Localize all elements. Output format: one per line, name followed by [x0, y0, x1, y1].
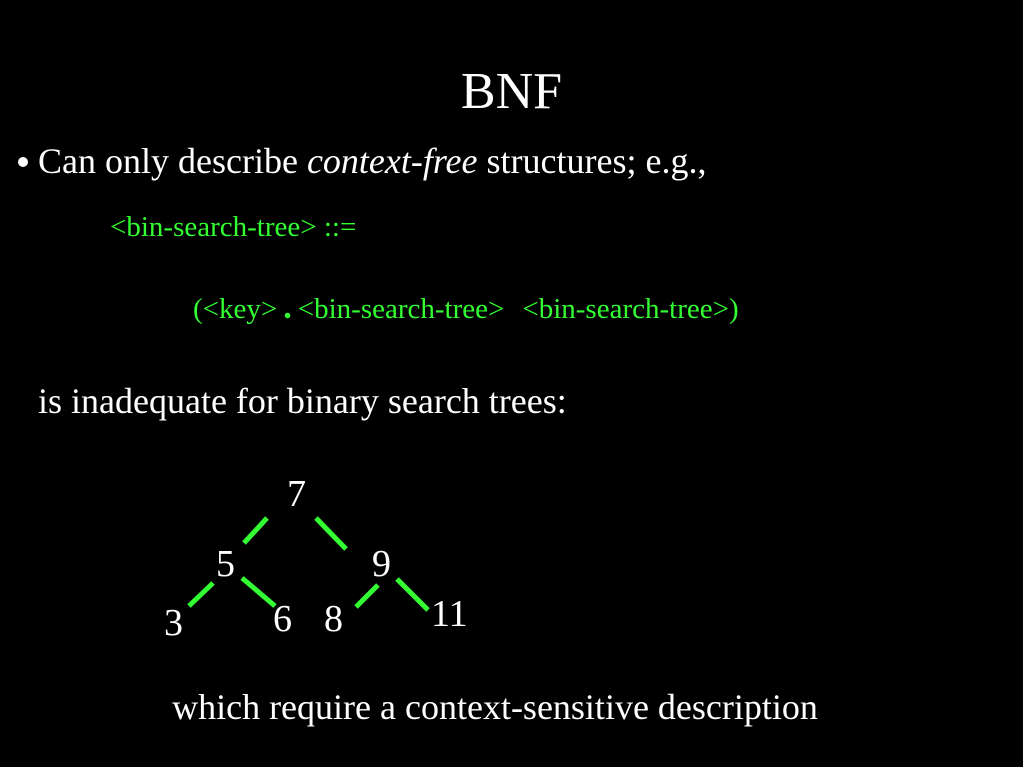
bullet-point: Can only describe context-free structure… — [18, 140, 706, 182]
grammar-rule-lhs: <bin-search-tree> ::= — [110, 211, 357, 243]
tree-node-left-right: 6 — [273, 598, 292, 640]
bullet-text-emphasis: context-free — [306, 141, 478, 181]
edge-9-11 — [395, 577, 430, 612]
edge-7-5 — [242, 516, 269, 545]
edge-5-6 — [240, 576, 277, 608]
bullet-text-before: Can only describe — [38, 141, 307, 181]
grammar-first-subtree: <bin-search-tree> — [297, 293, 505, 325]
bullet-text-after: structures; e.g., — [477, 141, 707, 181]
tree-node-root: 7 — [287, 473, 306, 515]
inadequate-statement: is inadequate for binary search trees: — [38, 381, 567, 421]
tree-node-right-right: 11 — [431, 593, 468, 635]
closing-statement: which require a context-sensitive descri… — [172, 687, 818, 727]
edge-5-3 — [187, 581, 215, 608]
tree-node-right: 9 — [372, 543, 391, 585]
edge-7-9 — [314, 516, 348, 551]
tree-node-left-left: 3 — [164, 602, 183, 644]
bullet-dot-icon — [18, 156, 28, 167]
grammar-second-subtree: <bin-search-tree>) — [522, 293, 739, 325]
grammar-dot: . — [283, 289, 292, 326]
tree-node-right-left: 8 — [324, 598, 343, 640]
tree-node-left: 5 — [216, 543, 235, 585]
edge-9-8 — [354, 583, 380, 609]
slide-title: BNF — [460, 63, 563, 120]
grammar-open: (<key> — [193, 293, 278, 325]
grammar-rule-rhs: (<key>.<bin-search-tree> <bin-search-tree… — [193, 291, 739, 326]
